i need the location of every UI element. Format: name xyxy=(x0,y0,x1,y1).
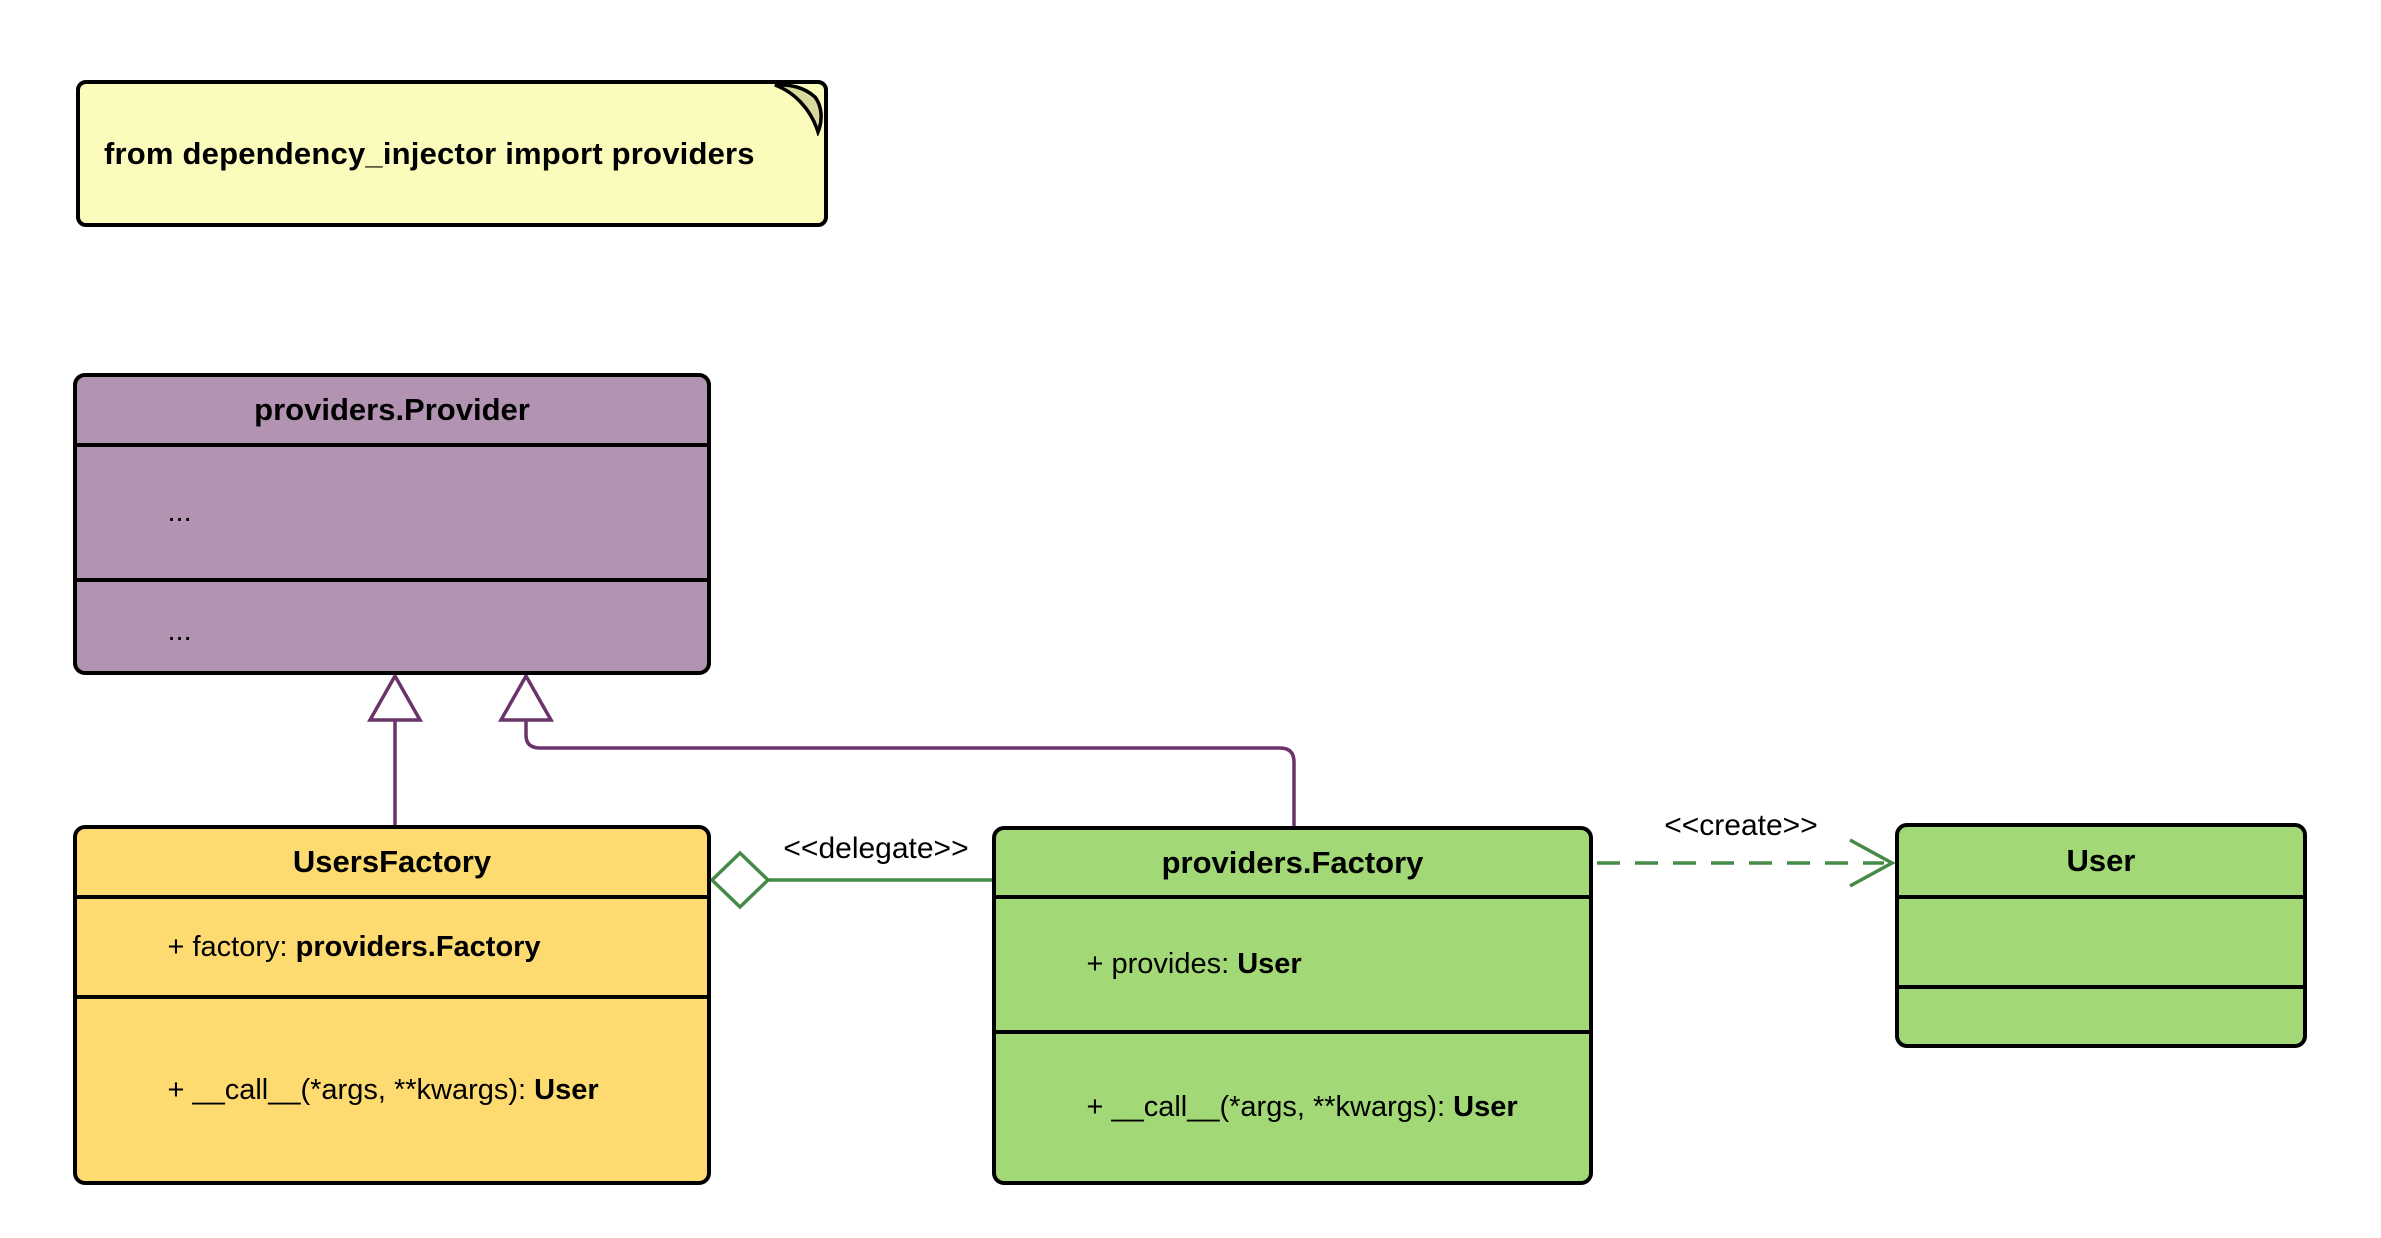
class-title: User xyxy=(1899,827,2303,899)
attribute-row: + provides: User xyxy=(1022,915,1589,1014)
attribute-text: + provides: xyxy=(1086,948,1238,980)
create-edge xyxy=(1597,838,1896,888)
attribute-text: + factory: xyxy=(167,930,296,963)
method-type: User xyxy=(1453,1091,1518,1123)
method-row: + __call__(*args, **kwargs): User xyxy=(103,1041,707,1140)
method-text: + __call__(*args, **kwargs): xyxy=(167,1073,535,1106)
note-text: from dependency_injector import provider… xyxy=(104,135,755,171)
hollow-triangle-icon xyxy=(366,672,424,722)
method-text: ... xyxy=(167,615,192,647)
class-methods: ... xyxy=(77,582,707,671)
attribute-type: providers.Factory xyxy=(295,930,541,963)
class-users-factory: UsersFactory + factory: providers.Factor… xyxy=(73,825,711,1185)
open-arrowhead-icon xyxy=(1849,838,1896,888)
delegate-edge xyxy=(709,850,993,910)
class-methods xyxy=(1899,989,2303,1044)
attribute-row: + factory: providers.Factory xyxy=(103,898,707,997)
attribute-row: ... xyxy=(103,463,707,562)
class-attributes: ... xyxy=(77,447,707,582)
class-title: UsersFactory xyxy=(77,829,707,899)
delegate-edge-label: <<delegate>> xyxy=(783,832,969,865)
class-providers-factory: providers.Factory + provides: User + __c… xyxy=(992,826,1593,1185)
note-fold-icon xyxy=(774,83,823,136)
attribute-text: ... xyxy=(167,496,192,528)
class-attributes: + factory: providers.Factory xyxy=(77,899,707,999)
class-attributes: + provides: User xyxy=(996,899,1589,1034)
inheritance-edge-usersfactory xyxy=(366,672,424,826)
method-type: User xyxy=(534,1073,599,1106)
attribute-type: User xyxy=(1237,948,1302,980)
class-methods: + __call__(*args, **kwargs): User xyxy=(77,999,707,1181)
method-row: ... xyxy=(103,582,707,671)
class-user: User xyxy=(1895,823,2307,1048)
class-providers-provider: providers.Provider ... ... xyxy=(73,373,711,675)
method-text: + __call__(*args, **kwargs): xyxy=(1086,1091,1454,1123)
code-note: from dependency_injector import provider… xyxy=(76,80,828,227)
create-edge-label: <<create>> xyxy=(1664,809,1818,842)
hollow-triangle-icon xyxy=(497,672,555,722)
inheritance-edge-factory xyxy=(497,672,1296,827)
class-attributes xyxy=(1899,899,2303,989)
class-methods: + __call__(*args, **kwargs): User xyxy=(996,1034,1589,1181)
class-title: providers.Provider xyxy=(77,377,707,447)
aggregation-diamond-icon xyxy=(709,850,771,910)
class-title: providers.Factory xyxy=(996,830,1589,899)
method-row: + __call__(*args, **kwargs): User xyxy=(1022,1058,1589,1157)
